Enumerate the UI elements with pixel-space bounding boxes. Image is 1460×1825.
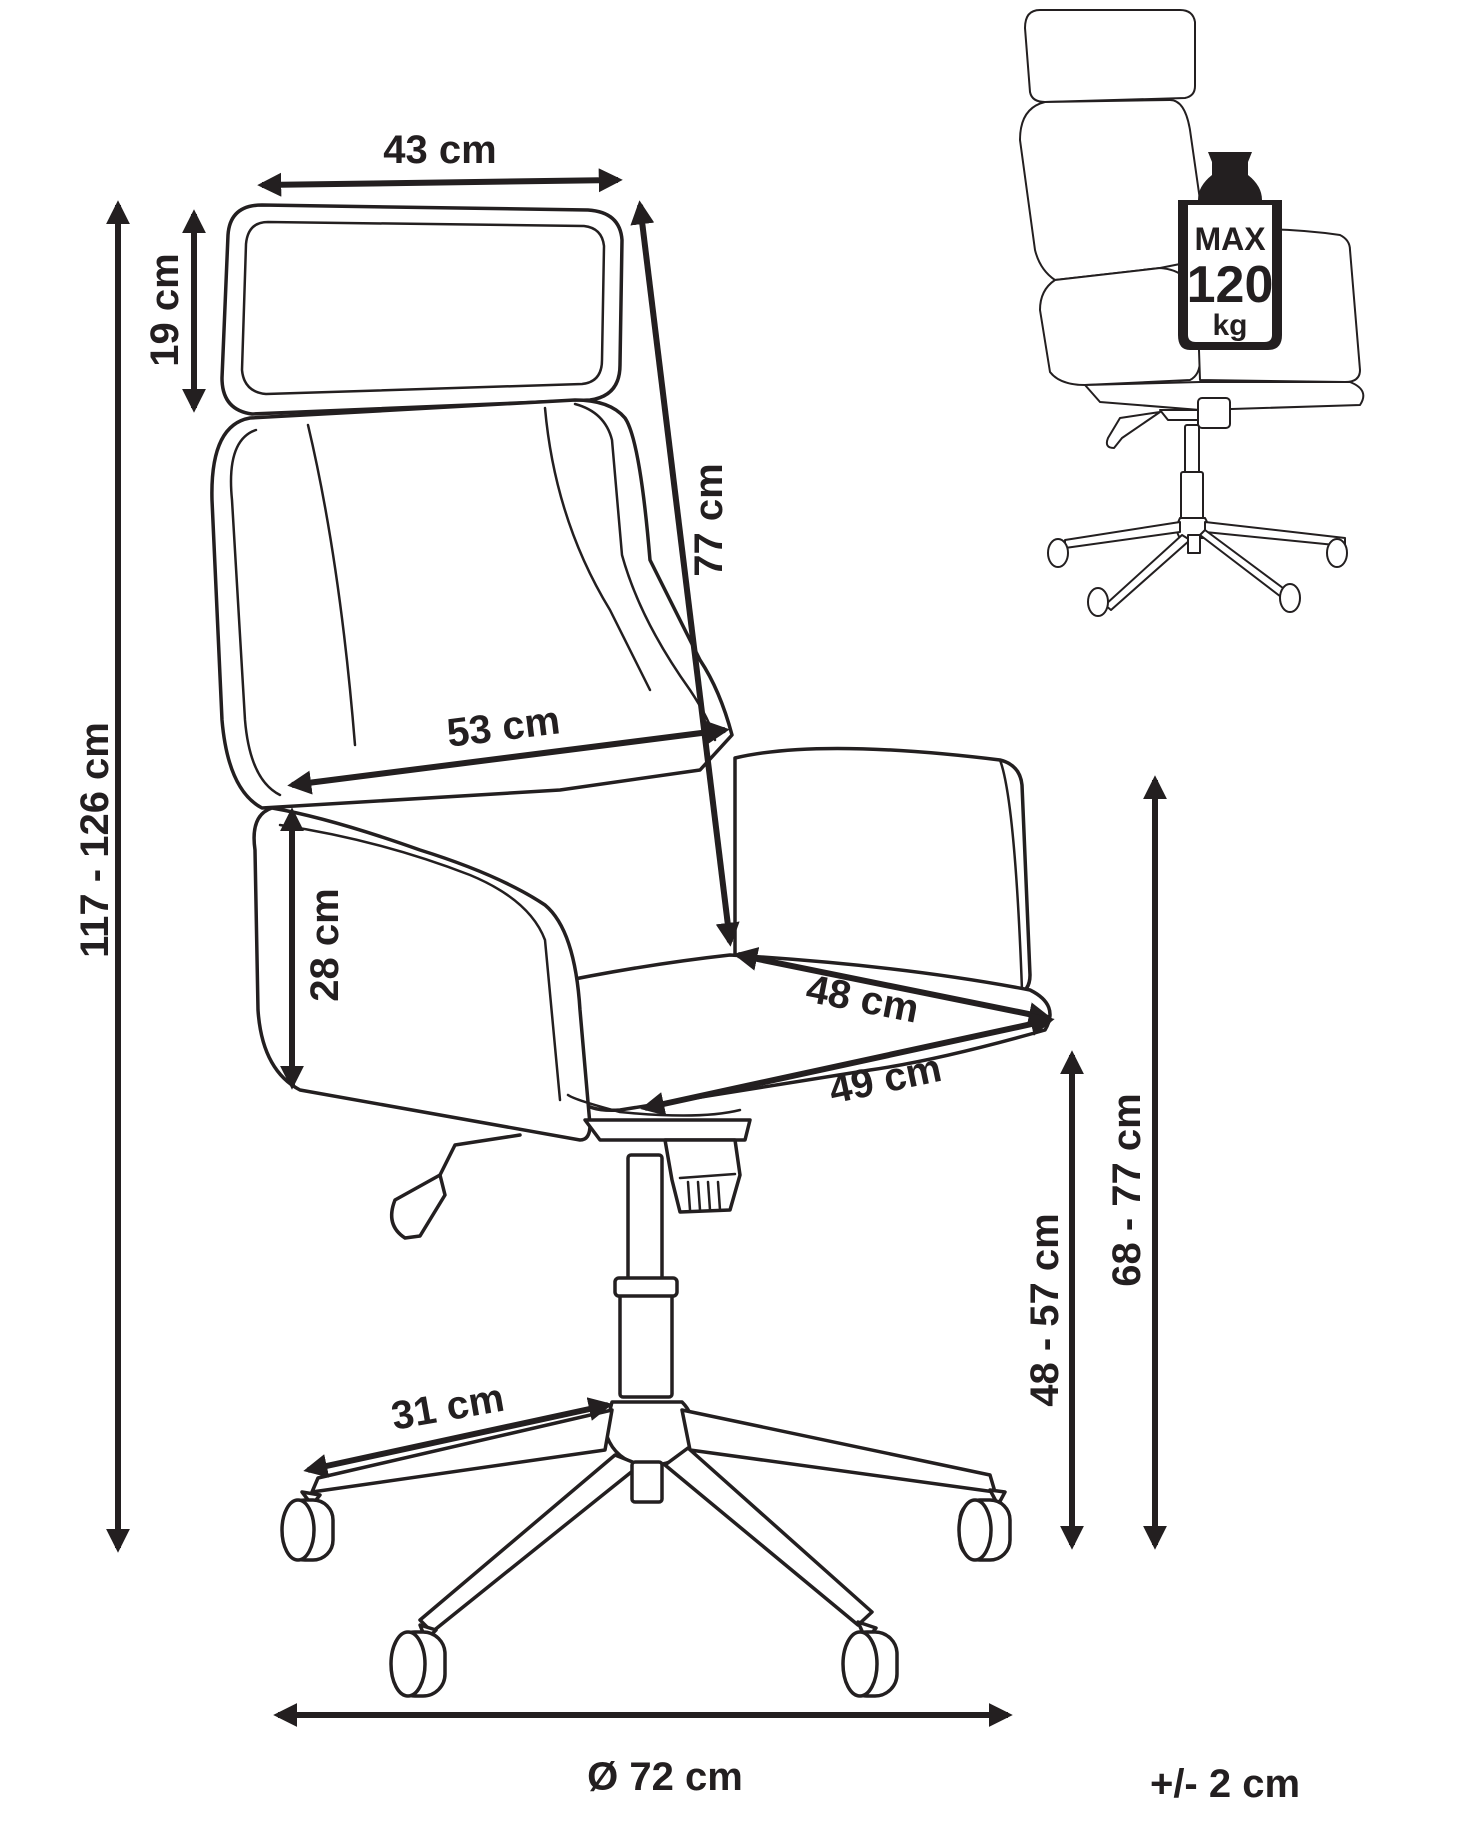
arrow-headrest-width (257, 168, 623, 197)
dimension-arrows (106, 168, 1167, 1727)
arrow-seat-depth (733, 947, 1053, 1026)
arrow-backrest-width (287, 720, 730, 795)
max-load-weight-icon: MAX 120 kg (1178, 152, 1282, 350)
label-headrest-width: 43 cm (383, 128, 496, 172)
arrow-backrest-height (630, 200, 740, 947)
headrest (220, 203, 624, 416)
label-tolerance: +/- 2 cm (1150, 1762, 1300, 1806)
arrow-seat-width (640, 1012, 1055, 1116)
label-total-height: 117 - 126 cm (73, 722, 117, 958)
caster-right (957, 1488, 1012, 1562)
left-armrest (252, 806, 742, 1142)
seat-mechanism (389, 1118, 752, 1240)
height-adjust-knob (663, 1138, 742, 1214)
star-base (310, 1400, 997, 1634)
label-armrest-floor-height: 68 - 77 cm (1105, 1093, 1149, 1286)
max-load-unit: kg (1212, 309, 1247, 342)
label-base-diameter: Ø 72 cm (587, 1755, 743, 1799)
caster-front-left (389, 1623, 447, 1698)
label-backrest-height: 77 cm (687, 463, 731, 576)
caster-left (280, 1490, 335, 1562)
caster-front-right (841, 1620, 899, 1698)
label-armrest-height: 28 cm (303, 888, 347, 1001)
max-load-label: MAX (1194, 221, 1266, 257)
max-load-value: 120 (1187, 256, 1274, 314)
gas-lift (613, 1153, 679, 1399)
label-headrest-height: 19 cm (143, 253, 187, 366)
arrow-leg-length (303, 1397, 613, 1478)
label-seat-height: 48 - 57 cm (1023, 1213, 1067, 1406)
